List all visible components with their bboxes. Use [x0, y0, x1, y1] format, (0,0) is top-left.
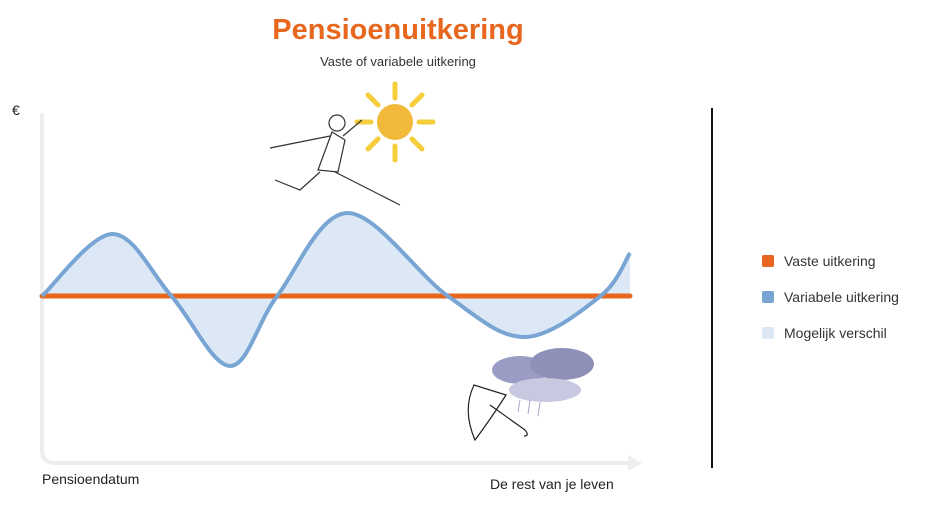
- chart-subtitle: Vaste of variabele uitkering: [320, 54, 476, 69]
- legend-swatch: [762, 255, 774, 267]
- jumping-man-icon: [269, 114, 401, 206]
- legend-label: Mogelijk verschil: [784, 325, 887, 341]
- x-axis-start-label: Pensioendatum: [42, 471, 140, 487]
- legend-swatch: [762, 291, 774, 303]
- legend-swatch: [762, 327, 774, 339]
- rain-cloud-icon: [492, 348, 594, 417]
- difference-area: [42, 213, 630, 366]
- x-axis-arrow-icon: [628, 455, 642, 471]
- legend-item-variable: Variabele uitkering: [762, 279, 899, 315]
- variable-payment-line: [40, 210, 632, 369]
- chart-title: Pensioenuitkering: [272, 14, 524, 46]
- legend-label: Variabele uitkering: [784, 289, 899, 305]
- x-axis-end-label: De rest van je leven: [490, 476, 614, 492]
- legend-item-fixed: Vaste uitkering: [762, 243, 899, 279]
- sun-icon: [354, 81, 436, 163]
- legend-label: Vaste uitkering: [784, 253, 876, 269]
- divider: [711, 108, 713, 468]
- umbrella-icon: [467, 384, 528, 442]
- legend-item-difference: Mogelijk verschil: [762, 315, 899, 351]
- legend: Vaste uitkering Variabele uitkering Moge…: [762, 243, 899, 351]
- y-axis-label: €: [12, 102, 20, 118]
- x-axis: [40, 449, 630, 465]
